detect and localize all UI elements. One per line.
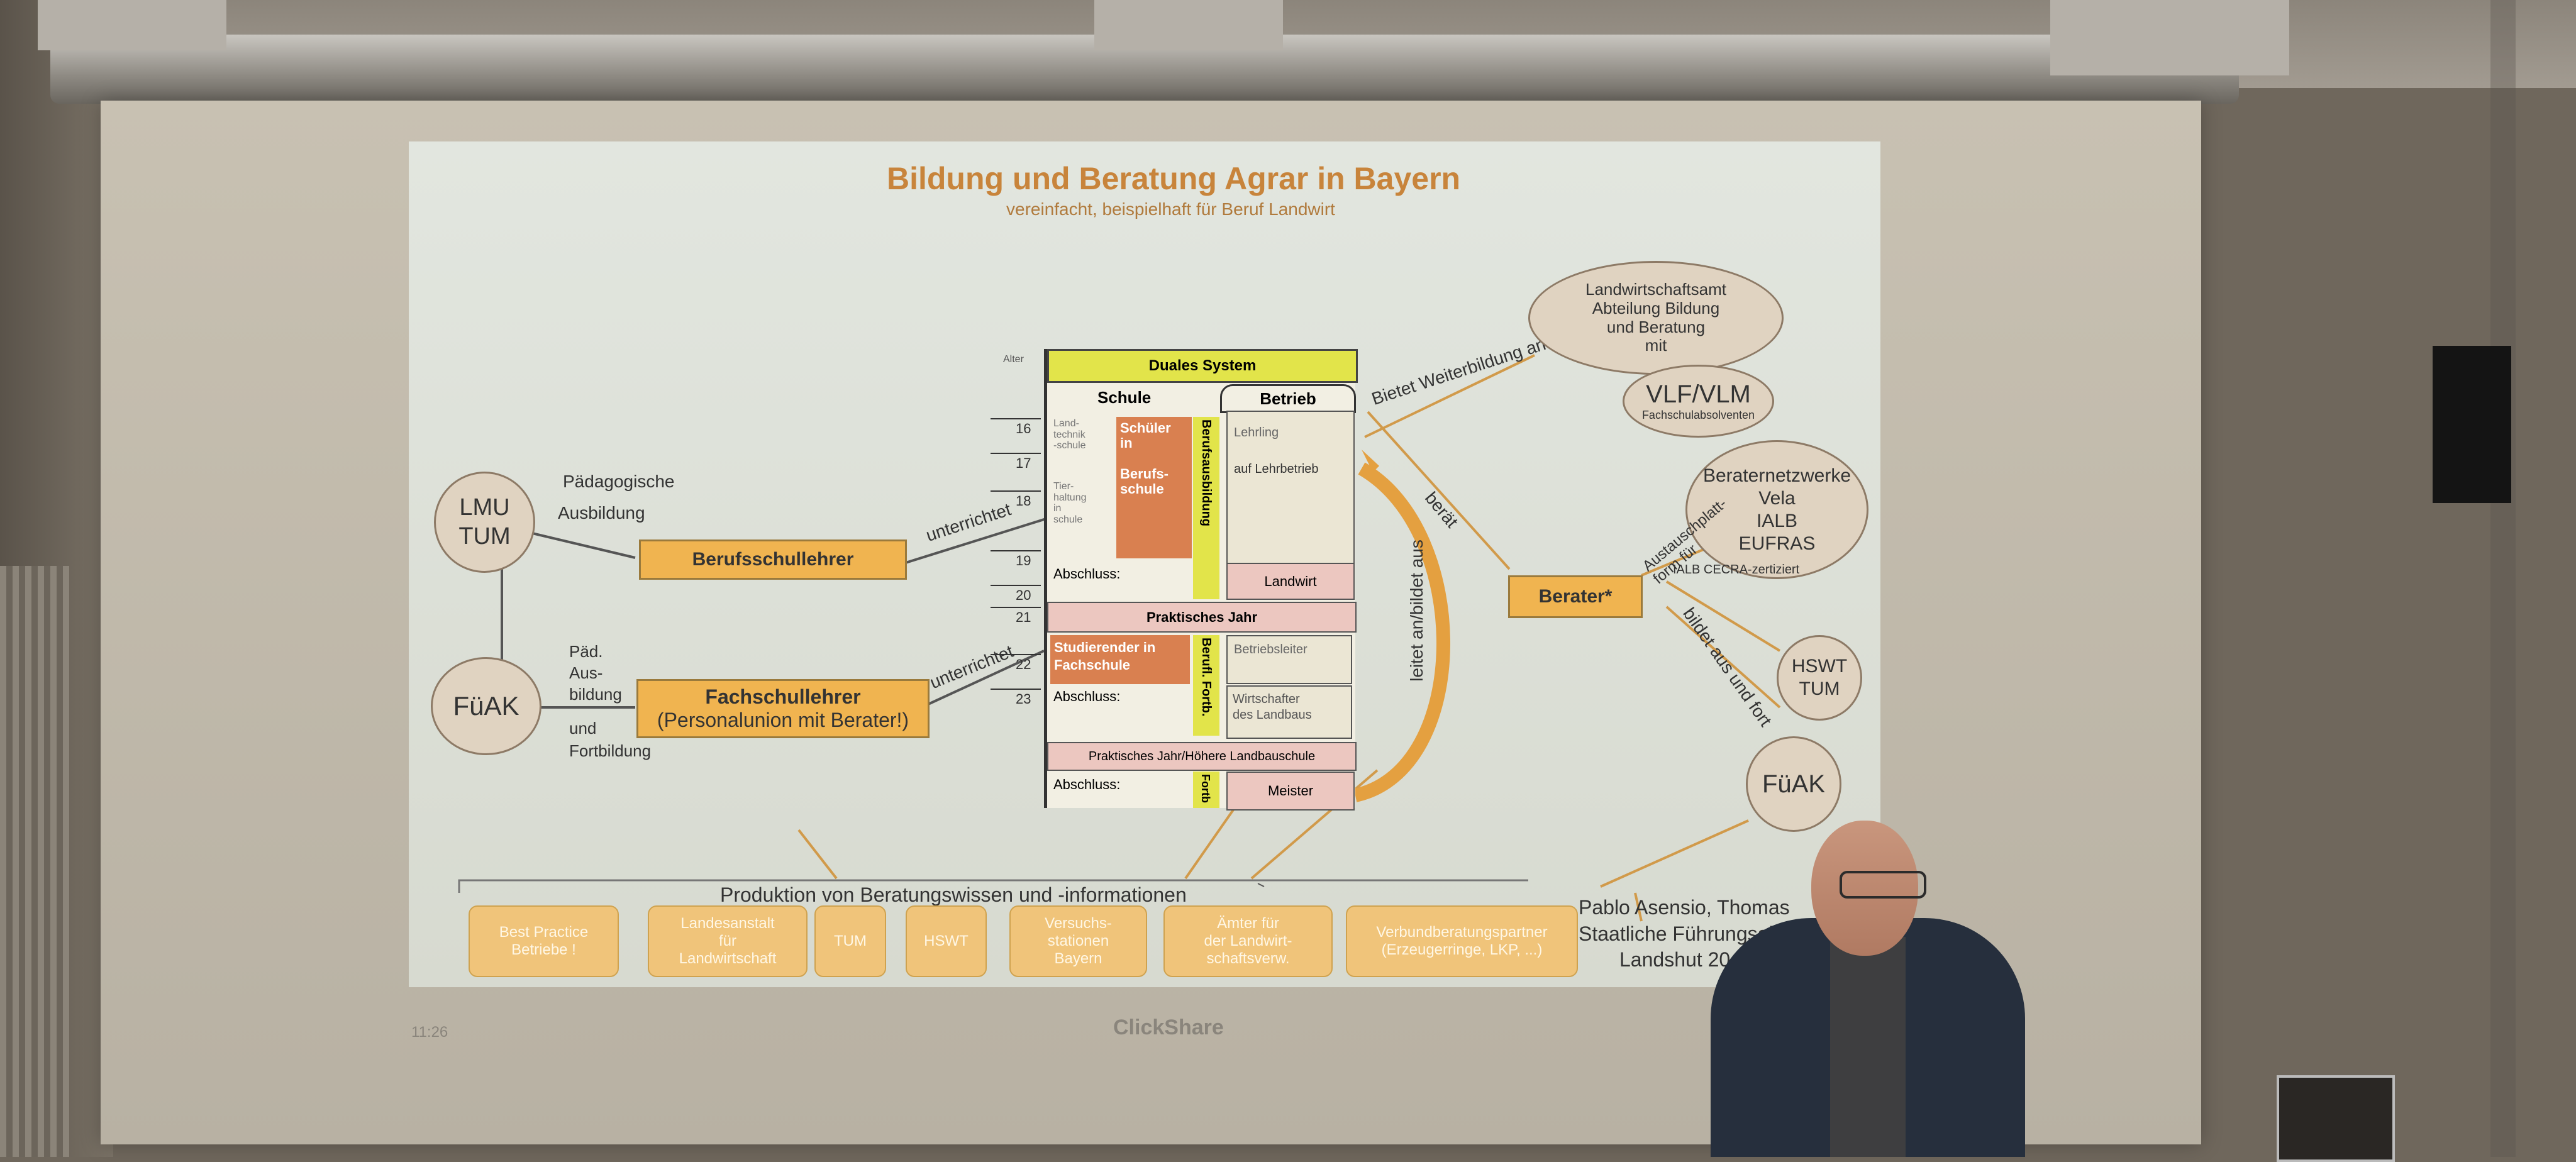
age-label: 16 bbox=[1016, 421, 1031, 436]
source-box: HSWT bbox=[906, 905, 987, 977]
age-tick bbox=[991, 689, 1041, 690]
age-label: 23 bbox=[1016, 691, 1031, 707]
abschluss-1: Abschluss: bbox=[1053, 566, 1121, 582]
schueler-berufsschule-cell: Schüler in Berufs- schule bbox=[1116, 417, 1192, 558]
paed-ausbildung-label: Päd. Aus- bildung bbox=[569, 642, 622, 704]
wall-speaker bbox=[2433, 346, 2511, 503]
ausbildung-label: Ausbildung bbox=[558, 503, 645, 523]
age-label: 21 bbox=[1016, 609, 1031, 625]
fortb-text: Fortb bbox=[1199, 774, 1212, 803]
fuak-right-circle: FüAK bbox=[1746, 736, 1841, 832]
wall-socket bbox=[2277, 1075, 2395, 1162]
vlf-sub-text: Fachschulabsolventen bbox=[1641, 409, 1755, 421]
auf-lehrbetrieb-text: auf Lehrbetrieb bbox=[1234, 462, 1319, 476]
author-text: Pablo Asensio, Thomas bbox=[1579, 896, 1790, 919]
age-tick bbox=[991, 418, 1041, 419]
age-tick bbox=[991, 585, 1041, 586]
city-text: Landshut 20 bbox=[1619, 948, 1731, 971]
source-box: Best Practice Betriebe ! bbox=[469, 905, 619, 977]
berater-box: Berater* bbox=[1508, 575, 1643, 618]
meister-cell: Meister bbox=[1226, 772, 1355, 811]
fachschullehrer-box: Fachschullehrer (Personalunion mit Berat… bbox=[636, 679, 930, 738]
radiator bbox=[0, 566, 69, 1157]
source-box: Verbundberatungspartner (Erzeugerringe, … bbox=[1346, 905, 1578, 977]
landwirtschaftsamt-ellipse: Landwirtschaftsamt Abteilung Bildung und… bbox=[1528, 261, 1784, 375]
abschluss-3: Abschluss: bbox=[1053, 777, 1121, 792]
age-tick bbox=[991, 453, 1041, 454]
landwirt-cell: Landwirt bbox=[1226, 563, 1355, 600]
produktion-label: Produktion von Beratungswissen und -info… bbox=[720, 883, 1187, 906]
hswt-tum-circle: HSWT TUM bbox=[1777, 635, 1862, 721]
age-label: 17 bbox=[1016, 455, 1031, 471]
ceiling-projector bbox=[1094, 0, 1283, 50]
source-box: Landesanstalt für Landwirtschaft bbox=[648, 905, 808, 977]
age-tick bbox=[991, 490, 1041, 492]
fuak-left-circle: FüAK bbox=[431, 657, 541, 755]
age-label: 18 bbox=[1016, 493, 1031, 509]
duales-system-header: Duales System bbox=[1047, 349, 1358, 383]
ceiling-lamp bbox=[38, 0, 226, 50]
presenter-glasses bbox=[1840, 871, 1926, 899]
source-box: Ämter für der Landwirt- schaftsverw. bbox=[1163, 905, 1333, 977]
presentation-slide: Bildung und Beratung Agrar in Bayern ver… bbox=[409, 141, 1880, 987]
fortb-band: Fortb bbox=[1193, 772, 1219, 808]
praktisches-jahr-row: Praktisches Jahr bbox=[1047, 602, 1357, 633]
wall-pillar bbox=[2490, 0, 2516, 1157]
age-label: 19 bbox=[1016, 553, 1031, 568]
vlf-vlm-text: VLF/VLM bbox=[1646, 380, 1751, 408]
studierender-cell: Studierender in Fachschule bbox=[1050, 635, 1190, 684]
lehrling-text: Lehrling bbox=[1234, 426, 1279, 440]
slide-title: Bildung und Beratung Agrar in Bayern bbox=[887, 161, 1461, 196]
betrieb-header: Betrieb bbox=[1220, 384, 1356, 413]
education-table: Duales System Schule Betrieb Land- techn… bbox=[1044, 349, 1358, 811]
berufsausbildung-text: Berufsausbildung bbox=[1199, 419, 1213, 527]
tierhaltung-text: Tier- haltung in schule bbox=[1053, 481, 1087, 525]
age-tick bbox=[991, 654, 1041, 655]
lmu-tum-circle: LMU TUM bbox=[434, 472, 535, 573]
paedagogische-label: Pädagogische bbox=[563, 472, 675, 491]
ceiling-fixture bbox=[2050, 0, 2289, 75]
fachschullehrer-subtitle: (Personalunion mit Berater!) bbox=[657, 709, 909, 731]
berufsausbildung-band: Berufsausbildung bbox=[1193, 417, 1219, 599]
clock-text: 11:26 bbox=[411, 1024, 448, 1041]
und-fortbildung-label: und Fortbildung bbox=[569, 719, 652, 761]
landtechnik-text: Land- technik -schule bbox=[1053, 418, 1086, 451]
age-tick bbox=[991, 550, 1041, 551]
ialb-cecra-label: IALB CECRA-zertiziert bbox=[1673, 563, 1800, 577]
wirtschafter-cell: Wirtschafter des Landbaus bbox=[1226, 685, 1352, 739]
lehrling-cell: Lehrling auf Lehrbetrieb bbox=[1226, 411, 1355, 564]
source-box: Versuchs- stationen Bayern bbox=[1009, 905, 1147, 977]
vlf-vlm-ellipse: VLF/VLM Fachschulabsolventen bbox=[1623, 365, 1774, 438]
slide-subtitle: vereinfacht, beispielhaft für Beruf Land… bbox=[1006, 199, 1335, 219]
fachschullehrer-title: Fachschullehrer bbox=[705, 685, 861, 709]
schule-header: Schule bbox=[1097, 388, 1152, 407]
leitet-label: leitet an/bildet aus bbox=[1406, 540, 1426, 682]
berufsschullehrer-box: Berufsschullehrer bbox=[639, 540, 907, 580]
presenter-shirt bbox=[1830, 937, 1906, 1157]
alter-label: Alter bbox=[1003, 354, 1024, 365]
age-label: 22 bbox=[1016, 656, 1031, 672]
hoehere-landbauschule-row: Praktisches Jahr/Höhere Landbauschule bbox=[1047, 742, 1357, 771]
berufl-fortb-band: Berufl. Fortb. bbox=[1193, 635, 1219, 736]
clickshare-label: ClickShare bbox=[1113, 1015, 1224, 1039]
berufl-fortb-text: Berufl. Fortb. bbox=[1199, 638, 1213, 717]
beraternetzwerke-ellipse: Beraternetzwerke Vela IALB EUFRAS bbox=[1685, 440, 1868, 579]
age-tick bbox=[991, 607, 1041, 608]
source-box: TUM bbox=[814, 905, 886, 977]
presenter-head bbox=[1811, 821, 1918, 956]
abschluss-2: Abschluss: bbox=[1053, 689, 1121, 704]
age-label: 20 bbox=[1016, 587, 1031, 603]
betriebsleiter-cell: Betriebsleiter bbox=[1226, 635, 1352, 684]
